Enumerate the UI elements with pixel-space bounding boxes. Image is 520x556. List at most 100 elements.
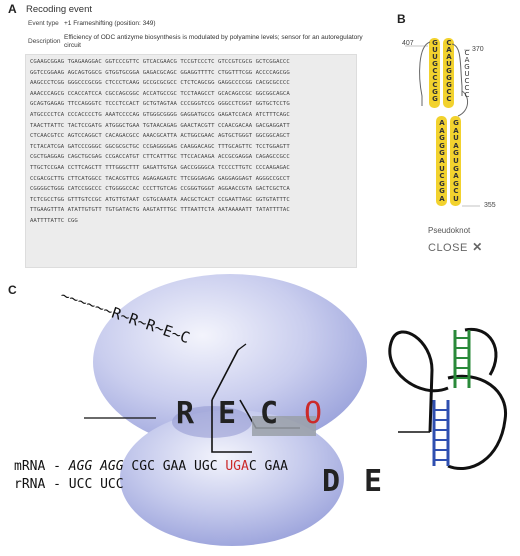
ribosome-large-subunit (93, 274, 367, 450)
stem-base: C (439, 172, 445, 181)
stem-base: G (439, 149, 445, 158)
stem-base: G (446, 81, 452, 89)
loop-base: C (464, 77, 470, 85)
rrna-codon: UCC (100, 477, 124, 492)
stem-base: C (446, 88, 452, 96)
stem-base: G (439, 141, 445, 150)
description-value-line1: Efficiency of ODC antizyme biosynthesis … (64, 34, 363, 41)
stem-base: A (453, 126, 459, 135)
sequence-line: AATTTTATTC CGG (30, 217, 78, 224)
rrna-row: rRNA - UCC UCC (14, 462, 124, 492)
stem-base: A (439, 194, 445, 203)
stem-base: U (432, 46, 438, 54)
loop-base: C (464, 91, 470, 99)
loop-base: U (464, 70, 470, 78)
stem-base: G (453, 164, 459, 173)
mrna-codon: GAA (264, 459, 288, 474)
sequence-line: AAACCCAGCG CCACCATCCA CGCCAGCGGC ACCATGC… (30, 90, 290, 97)
sequence-line: TTGCTCCGAA CCTTCAGCTT TTTGGGCTTT GAGATTG… (30, 164, 290, 171)
pseudoknot-label: Pseudoknot (428, 226, 471, 235)
event-type-label: Event type (28, 20, 59, 27)
stem-base: U (453, 194, 459, 203)
close-button[interactable]: CLOSE ✕ (428, 238, 482, 256)
sequence-line: CTCAACGTCC AGTCCAGGCT CACAGACGCC AAACGCA… (30, 133, 290, 140)
sequence-line: GGTCCGGAAG AGCAGTGGCG GTGGTGCGGA GAGACGC… (30, 69, 290, 76)
stem-base: G (432, 88, 438, 96)
stem-base: G (446, 67, 452, 75)
sequence-line: CGCTGAGGAG CAGCTGCGAG CCGACCATGT CTTCATT… (30, 154, 290, 161)
stem-base: U (446, 60, 452, 68)
loop-base: G (464, 63, 470, 71)
mrna-row: mRNA - AGG AGG CGC GAA UGC UGAC GAA (14, 444, 288, 474)
sequence-line: AAGCCCTCGG GGGCCCGCGG CTCCCTCAAG GCCGCGC… (30, 80, 290, 87)
rrna-dash: - (53, 477, 61, 492)
mrna-label: mRNA (14, 459, 46, 474)
description-value-line2: circuit (64, 42, 81, 49)
stem-base: G (453, 149, 459, 158)
site-letter-o: O (304, 396, 323, 431)
panel-label-b: B (397, 12, 406, 26)
site-letter-r: R (176, 396, 195, 431)
mrna-codon: AGG (68, 459, 93, 474)
site-letter-c: C (260, 396, 279, 431)
sequence-text: CGAAGCGGAG TGAGAAGGAC GGTCCCGTTC GTCACGA… (30, 57, 354, 227)
stem-base: G (439, 134, 445, 143)
stem-base: G (446, 74, 452, 82)
stem-base: C (432, 74, 438, 82)
mrna-codon: GAA (162, 459, 187, 474)
close-label: CLOSE (428, 242, 468, 254)
stem-base: C (446, 95, 452, 103)
stem-base: C (432, 67, 438, 75)
sequence-line: ATGCCCCTCA CCCACCCCTG AAATCCCCAG GTGGGCG… (30, 111, 290, 118)
x-icon: ✕ (472, 240, 483, 254)
pseudoknot-letters: G U U G C C C G G C A A U G G G C C C A … (400, 36, 510, 216)
stem-base: A (453, 172, 459, 181)
stem-base: A (446, 53, 452, 61)
loop-base: C (464, 49, 470, 57)
sequence-line: TCTACATCGA GATCCCGGGC GGCGCGCTGC CCGAGGG… (30, 143, 290, 150)
event-type-value: +1 Frameshifting (position: 349) (64, 20, 156, 27)
stem-base: C (453, 187, 459, 196)
stem-base: A (439, 126, 445, 135)
stem-base: U (453, 156, 459, 165)
sequence-line: CCGACGCTTG CTTCATGGCC TACACGTTCG AGAGAGA… (30, 175, 290, 182)
mrna-base: C (248, 459, 257, 474)
mrna-codon: CGC (131, 459, 155, 474)
stem-base: U (439, 164, 445, 173)
stem-base: G (432, 60, 438, 68)
ribosome-diagram (84, 274, 507, 546)
sequence-line: TCTCGCCTGG GTTTGTCCGC ATGTTGTAAT CGTGCAA… (30, 196, 290, 203)
stem-base: U (453, 134, 459, 143)
loop-base: C (464, 84, 470, 92)
panel-label-c: C (8, 283, 17, 297)
description-label: Description (28, 38, 61, 45)
stem-base: A (453, 141, 459, 150)
site-letter-e2: E (364, 464, 383, 499)
stem-base: G (432, 39, 438, 47)
pseudoknot-upper-stem (429, 38, 454, 108)
sequence-line: TAACTTATTC TACTCCGATG ATGGGCTGAA TGTAACA… (30, 122, 290, 129)
ribosome-small-subunit (120, 410, 344, 546)
stop-codon: UGA (225, 459, 249, 474)
sequence-box (25, 54, 357, 268)
panel-label-a: A (8, 2, 17, 16)
site-letter-e: E (218, 396, 237, 431)
pseudoknot-number-370: 370 (472, 46, 484, 53)
recoding-event-title: Recoding event (26, 4, 93, 15)
mrna-dash: - (53, 459, 61, 474)
stem-base: G (432, 95, 438, 103)
pseudoknot-schematic (388, 327, 507, 471)
pseudoknot-number-355: 355 (484, 202, 496, 209)
mrna-codon-p-site: UGC (194, 459, 218, 474)
pseudoknot-number-407: 407 (402, 40, 414, 47)
stem-base: U (432, 53, 438, 61)
stem-base: A (446, 46, 452, 54)
loop-base: A (464, 56, 470, 64)
sequence-line: CGAAGCGGAG TGAGAAGGAC GGTCCCGTTC GTCACGA… (30, 59, 290, 65)
stem-base: A (439, 156, 445, 165)
rrna-label: rRNA (14, 477, 46, 492)
site-letter-d: D (322, 464, 341, 499)
rrna-codon: UCC (68, 477, 93, 492)
stem-base: G (439, 179, 445, 188)
stem-base: G (453, 119, 459, 127)
